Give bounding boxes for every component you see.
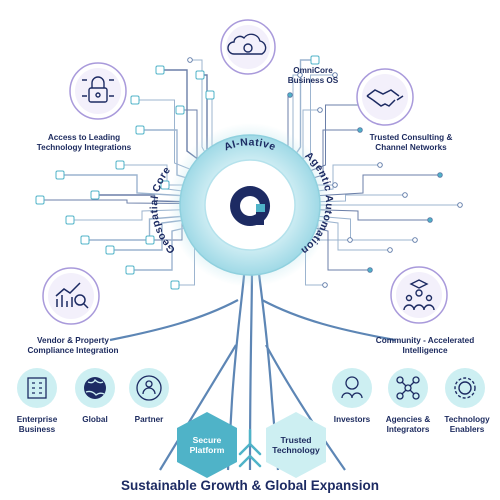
building-icon — [27, 377, 47, 399]
community-node — [390, 266, 448, 324]
circuit-dot — [287, 92, 293, 98]
enterprise-label: Enterprise Business — [16, 415, 58, 434]
circuit-chip — [145, 235, 155, 245]
circuit-chip — [90, 190, 100, 200]
circuit-dot — [357, 127, 363, 133]
brand-logo-icon — [228, 183, 272, 227]
tile-enterprise — [17, 368, 57, 408]
consulting-node — [356, 68, 414, 126]
circuit-dot — [387, 247, 393, 253]
diagram-title: Sustainable Growth & Global Expansion — [120, 478, 380, 493]
investors-label: Investors — [333, 415, 371, 424]
tile-technology — [445, 368, 485, 408]
circuit-chip — [65, 215, 75, 225]
circuit-chip — [160, 180, 170, 190]
circuit-chip — [155, 65, 165, 75]
investors-icon — [341, 376, 363, 399]
gear-circuit-icon — [454, 377, 476, 399]
access-label: Access to Leading Technology Integration… — [36, 133, 132, 152]
circuit-dot — [317, 107, 323, 113]
network-icon — [396, 376, 420, 400]
circuit-chip — [130, 95, 140, 105]
core-hub: AI-Native Agentic Automation Geospatial … — [148, 123, 335, 287]
foundation-trusted — [266, 412, 326, 478]
partner-label: Partner — [134, 415, 164, 424]
circuit-dot — [332, 72, 338, 78]
circuit-chip — [205, 90, 215, 100]
foundation-secure — [177, 412, 237, 478]
trunk — [109, 264, 396, 471]
circuit-chip — [125, 265, 135, 275]
circuit-dot — [402, 192, 408, 198]
circuit-dot — [367, 267, 373, 273]
partner-icon — [136, 375, 162, 401]
circuit-chip — [35, 195, 45, 205]
tile-investors — [332, 368, 372, 408]
tile-partner — [129, 368, 169, 408]
group-learning-icon — [403, 279, 435, 311]
circuit-chip — [135, 125, 145, 135]
tile-agencies — [388, 368, 428, 408]
circuit-chip — [80, 235, 90, 245]
circuit-dot — [427, 217, 433, 223]
circuit-dot — [457, 202, 463, 208]
globe-icon — [84, 377, 106, 399]
chart-magnifier-icon — [55, 282, 89, 309]
circuit-dot — [332, 182, 338, 188]
circuit-dot — [322, 282, 328, 288]
circuit-dot — [187, 57, 193, 63]
omnicore-node — [220, 19, 276, 75]
vendor-label: Vendor & Property Compliance Integration — [27, 336, 119, 355]
vendor-node — [42, 267, 100, 325]
growth-arrow-icon — [238, 428, 262, 468]
community-label: Community - Accelerated Intelligence — [375, 336, 475, 355]
cloud-gear-icon — [227, 33, 267, 55]
handshake-icon — [366, 89, 404, 107]
circuit-chip — [195, 70, 205, 80]
circuit-chip — [175, 105, 185, 115]
consulting-label: Trusted Consulting & Channel Networks — [369, 133, 453, 152]
circuit-dot — [412, 237, 418, 243]
omnicore-label: OmniCore Business OS — [287, 66, 339, 85]
circuit-chip — [170, 280, 180, 290]
lock-circuit-icon — [82, 76, 114, 103]
access-node — [69, 62, 127, 120]
circuit-dot — [347, 237, 353, 243]
agencies-label: Agencies & Integrators — [385, 415, 431, 434]
circuit-chip — [115, 160, 125, 170]
technology-label: Technology Enablers — [444, 415, 490, 434]
circuit-chip — [310, 55, 320, 65]
circuit-chip — [55, 170, 65, 180]
circuit-dot — [297, 72, 303, 78]
trusted-technology-label: Trusted Technology — [272, 435, 320, 455]
circuit-dot — [377, 162, 383, 168]
global-label: Global — [82, 415, 108, 424]
tile-global — [75, 368, 115, 408]
secure-platform-label: Secure Platform — [189, 435, 225, 455]
circuit-chip — [105, 245, 115, 255]
circuit-dot — [437, 172, 443, 178]
